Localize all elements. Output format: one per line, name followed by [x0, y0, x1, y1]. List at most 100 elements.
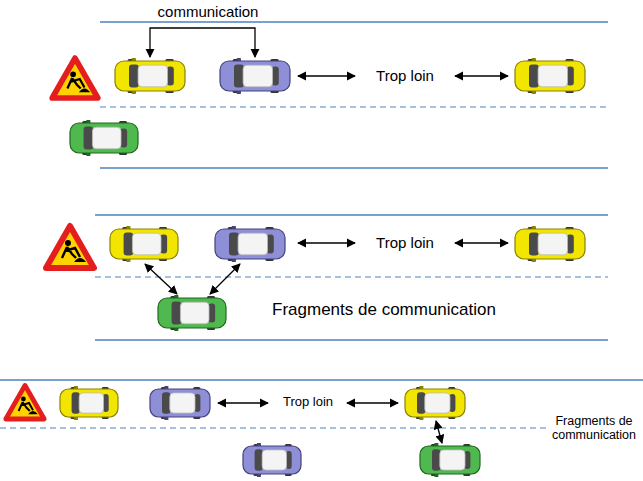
car-mirror [126, 226, 130, 229]
car-roof [425, 393, 450, 413]
car-windshield [84, 127, 94, 150]
car-mirror [257, 443, 261, 446]
communication-label: communication [155, 3, 262, 20]
car-mirror [532, 259, 536, 262]
roadworks-sign [46, 226, 94, 268]
car-roof [92, 127, 121, 149]
car [215, 226, 285, 262]
car [70, 120, 138, 156]
car-body [115, 61, 185, 91]
car-roof [170, 393, 195, 413]
distance-arrow [455, 75, 508, 76]
car-mirror [237, 58, 241, 61]
worker-body [62, 247, 80, 258]
distance-label: Trop loin [373, 67, 437, 84]
car-mirror [419, 386, 423, 389]
dirt-pile [28, 411, 38, 414]
worker-body [67, 78, 84, 88]
car-roof [538, 233, 567, 255]
sign-triangle [6, 385, 44, 419]
lane-divider [100, 106, 608, 107]
car-mirror [532, 226, 536, 229]
worker-head [70, 71, 76, 77]
fragments-label: Fragments de communication [548, 414, 640, 443]
car-roof [79, 393, 103, 413]
car-mirror [164, 417, 168, 420]
car-windshield [162, 392, 170, 413]
car-body [215, 229, 285, 259]
car-roof [132, 233, 161, 255]
car-mirror [132, 58, 136, 61]
car [515, 226, 585, 262]
car-roof [180, 302, 209, 324]
dirt-pile [79, 89, 90, 93]
distance-arrow [218, 402, 268, 403]
car-mirror [174, 328, 178, 331]
car-body [70, 123, 138, 153]
car-mirror [126, 259, 130, 262]
road-edge [100, 21, 608, 23]
car-mirror [74, 417, 78, 420]
car-mirror [74, 386, 78, 389]
car-body [405, 389, 465, 417]
car-windshield [432, 449, 440, 470]
sign-triangle [46, 226, 94, 268]
car-mirror [237, 91, 241, 94]
car-body [150, 389, 210, 417]
car [150, 386, 210, 420]
distance-arrow [298, 75, 355, 76]
car-body [158, 298, 226, 328]
car-roof [243, 65, 272, 87]
car [515, 58, 585, 94]
car-mirror [434, 443, 438, 446]
car-body [220, 61, 290, 91]
road-edge [95, 339, 608, 341]
road-edge [0, 379, 643, 381]
car-windshield [417, 392, 425, 413]
car-windshield [255, 449, 263, 470]
communication-arrow [210, 264, 240, 294]
distance-label: Trop loin [373, 234, 437, 251]
car-mirror [86, 120, 90, 123]
sign-triangle [52, 58, 98, 98]
car-mirror [174, 295, 178, 298]
car [115, 58, 185, 94]
lane-divider [95, 276, 608, 277]
car-body [420, 446, 480, 474]
roadworks-sign [52, 58, 98, 98]
car-roof [538, 65, 567, 87]
car [405, 386, 465, 420]
distance-arrow [347, 402, 398, 403]
car [110, 226, 178, 262]
car-mirror [419, 417, 423, 420]
roadworks-sign [6, 385, 44, 419]
car-roof [440, 450, 465, 470]
worker-body [19, 402, 33, 411]
car-body [60, 389, 118, 417]
car-mirror [532, 58, 536, 61]
car [243, 443, 301, 477]
car-windshield [124, 233, 134, 256]
distance-label: Trop loin [280, 395, 336, 410]
car-mirror [434, 474, 438, 477]
road-edge [100, 167, 608, 169]
car [420, 443, 480, 477]
car-body [110, 229, 178, 259]
car-mirror [132, 91, 136, 94]
car-body [515, 61, 585, 91]
car-mirror [232, 259, 236, 262]
communication-bracket [150, 28, 255, 57]
car [220, 58, 290, 94]
lane-divider [0, 427, 548, 428]
communication-arrow [436, 421, 442, 443]
car-roof [238, 233, 267, 255]
dirt-pile [74, 258, 86, 262]
car-body [515, 229, 585, 259]
car-body [243, 446, 301, 474]
worker-head [21, 397, 26, 402]
car-windshield [234, 65, 244, 88]
car-mirror [86, 153, 90, 156]
car-windshield [229, 233, 239, 256]
distance-arrow [455, 242, 508, 243]
car-mirror [257, 474, 261, 477]
